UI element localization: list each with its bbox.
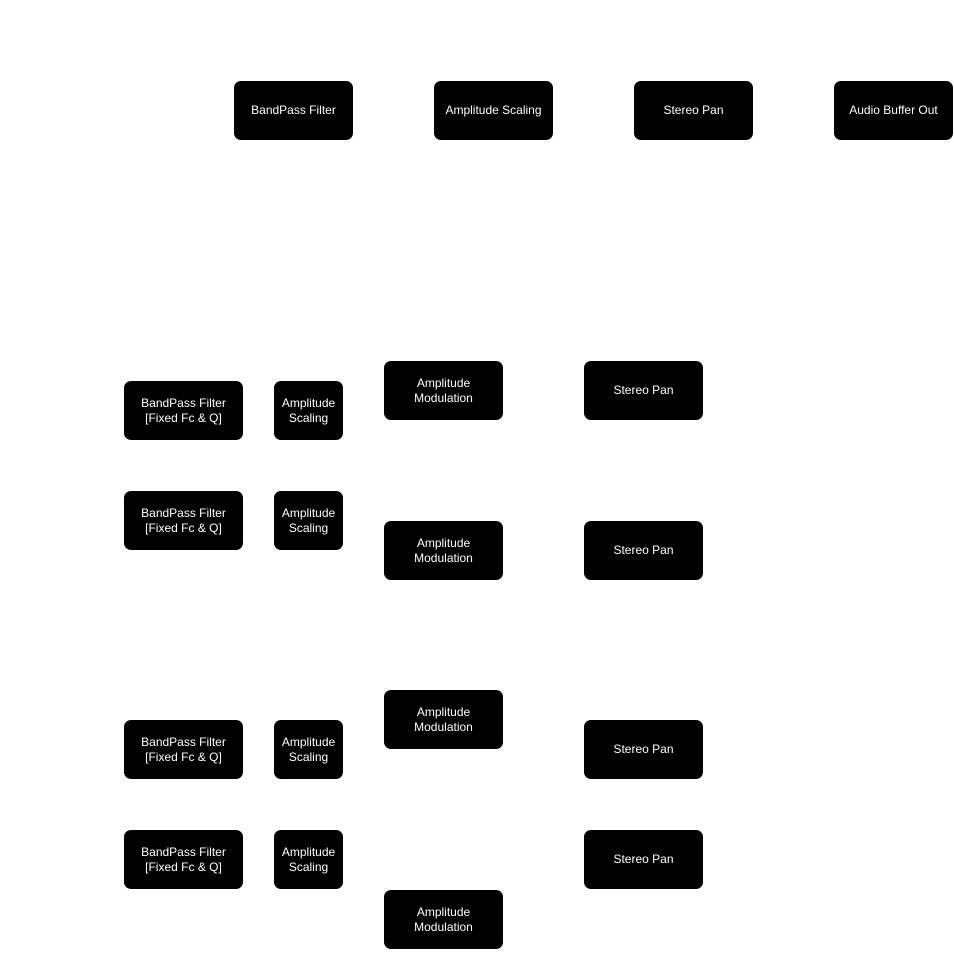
node-bandpass-filter-fixed-2[interactable]: BandPass Filter [Fixed Fc & Q] [124,491,243,550]
node-amplitude-scaling-1[interactable]: Amplitude Scaling [274,381,343,440]
node-label: Amplitude Scaling [281,505,336,535]
node-amplitude-modulation-1[interactable]: Amplitude Modulation [384,361,503,420]
node-label: Amplitude Modulation [414,704,473,734]
node-stereo-pan[interactable]: Stereo Pan [634,81,753,140]
node-label: Stereo Pan [613,742,674,756]
node-bandpass-filter-fixed-1[interactable]: BandPass Filter [Fixed Fc & Q] [124,381,243,440]
node-label: Amplitude Scaling [281,844,336,874]
node-bandpass-filter-fixed-3[interactable]: BandPass Filter [Fixed Fc & Q] [124,720,243,779]
node-amplitude-scaling-3[interactable]: Amplitude Scaling [274,720,343,779]
node-label: Amplitude Modulation [414,535,473,565]
node-bandpass-filter-fixed-4[interactable]: BandPass Filter [Fixed Fc & Q] [124,830,243,889]
node-label: Amplitude Scaling [281,395,336,425]
node-label: BandPass Filter [Fixed Fc & Q] [141,505,226,535]
node-amplitude-modulation-2[interactable]: Amplitude Modulation [384,521,503,580]
node-label: Amplitude Scaling [281,734,336,764]
node-stereo-pan-4[interactable]: Stereo Pan [584,830,703,889]
node-label: BandPass Filter [251,103,336,117]
node-bandpass-filter[interactable]: BandPass Filter [234,81,353,140]
node-amplitude-scaling-2[interactable]: Amplitude Scaling [274,491,343,550]
node-audio-buffer-out[interactable]: Audio Buffer Out [834,81,953,140]
node-stereo-pan-1[interactable]: Stereo Pan [584,361,703,420]
node-amplitude-modulation-4[interactable]: Amplitude Modulation [384,890,503,949]
node-label: Amplitude Modulation [414,375,473,405]
node-label: BandPass Filter [Fixed Fc & Q] [141,734,226,764]
node-label: Audio Buffer Out [849,103,938,117]
node-label: Stereo Pan [613,852,674,866]
node-amplitude-scaling[interactable]: Amplitude Scaling [434,81,553,140]
node-amplitude-scaling-4[interactable]: Amplitude Scaling [274,830,343,889]
node-label: Stereo Pan [613,543,674,557]
node-label: Stereo Pan [663,103,724,117]
node-stereo-pan-3[interactable]: Stereo Pan [584,720,703,779]
node-label: BandPass Filter [Fixed Fc & Q] [141,844,226,874]
node-label: Stereo Pan [613,383,674,397]
node-amplitude-modulation-3[interactable]: Amplitude Modulation [384,690,503,749]
node-label: BandPass Filter [Fixed Fc & Q] [141,395,226,425]
node-label: Amplitude Scaling [445,103,542,117]
node-stereo-pan-2[interactable]: Stereo Pan [584,521,703,580]
node-label: Amplitude Modulation [414,904,473,934]
